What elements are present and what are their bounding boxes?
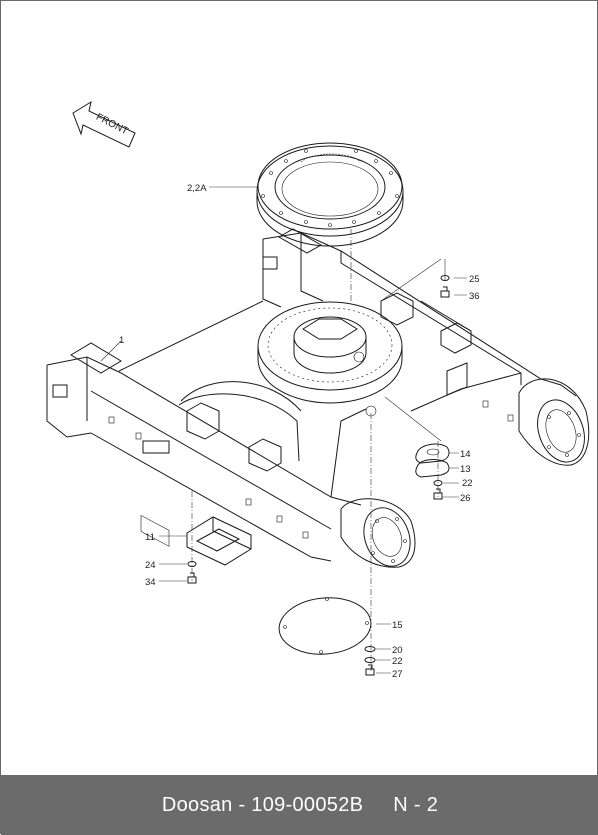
label-part-34: 34 (145, 577, 156, 588)
bracket-part-11 (186, 516, 252, 566)
label-part-1: 1 (119, 335, 124, 346)
label-part-26: 26 (460, 493, 471, 504)
plate-part-14 (415, 443, 450, 464)
label-part-24: 24 (145, 560, 156, 571)
label-part-15: 15 (392, 620, 403, 631)
exploded-view-drawing: FRONT (1, 1, 598, 775)
label-part-2-2a: 2,2A (187, 183, 207, 194)
label-part-22-upper: 22 (462, 478, 473, 489)
label-part-25: 25 (469, 274, 480, 285)
label-part-14: 14 (460, 449, 471, 460)
footer-title: Doosan - 109-00052B (161, 793, 364, 816)
part-number-labels: 1 2,2A 25 36 14 13 22 26 11 24 34 15 20 … (119, 183, 480, 680)
label-part-20: 20 (392, 645, 403, 656)
fastener-washers-and-bolts (187, 275, 450, 676)
label-part-22-lower: 22 (392, 656, 403, 667)
label-part-13: 13 (460, 464, 471, 475)
leader-lines (100, 186, 467, 674)
plate-part-13 (415, 459, 450, 478)
label-part-27: 27 (392, 669, 403, 680)
label-part-36: 36 (469, 291, 480, 302)
footer-bar: Doosan - 109-00052B N - 2 (1, 775, 598, 835)
swing-bearing-ring (256, 142, 404, 247)
lower-frame (46, 228, 590, 568)
cover-plate-part-15 (278, 597, 372, 655)
label-part-11: 11 (145, 532, 155, 543)
footer-sheet-number: N - 2 (393, 793, 439, 816)
front-direction-arrow-icon: FRONT (72, 100, 136, 148)
